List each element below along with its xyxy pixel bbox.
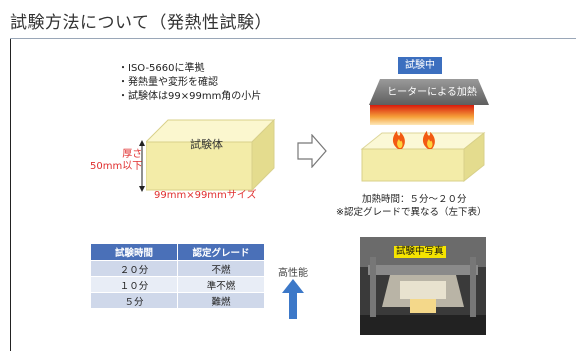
heating-time-note: 加熱時間：５分～２０分 ※認定グレードで異なる（左下表）: [336, 193, 486, 219]
table-row: ２０分 不燃: [90, 260, 265, 277]
specimen-label: 試験体: [190, 138, 223, 151]
photo-caption: 試験中写真: [394, 246, 446, 258]
bullet-item: ・発熱量や変形を確認: [118, 77, 218, 88]
table-cell: 準不燃: [177, 276, 265, 293]
bullet-list: ・ISO-5660に準拠 ・発熱量や変形を確認 ・試験体は99×99mm角の小片: [118, 62, 261, 104]
thickness-line1: 厚さ: [122, 149, 143, 160]
right-arrow-icon: [297, 134, 327, 168]
title-divider: [10, 38, 576, 39]
bullet-item: ・試験体は99×99mm角の小片: [118, 91, 262, 102]
test-photo-image: [360, 237, 486, 335]
left-border: [10, 39, 11, 351]
page-title: 試験方法について（発熱性試験）: [10, 13, 272, 33]
thickness-line2: 50mm以下: [90, 161, 143, 172]
table-row: ５分 難燃: [90, 292, 265, 309]
test-photo: 試験中写真: [360, 237, 486, 335]
table-cell: ５分: [90, 292, 178, 309]
grade-note: ※認定グレードで異なる（左下表）: [336, 207, 487, 218]
heating-time: 加熱時間：５分～２０分: [362, 194, 467, 205]
performance-label: 高性能: [278, 268, 308, 279]
heater-shape: [369, 79, 489, 105]
specimen-illustration: 試験体: [146, 118, 276, 193]
heating-illustration: [360, 105, 486, 183]
table-header: 認定グレード: [177, 243, 265, 261]
table-header: 試験時間: [90, 243, 178, 261]
heater-label: ヒーターによる加熱: [387, 87, 477, 98]
status-badge: 試験中: [398, 57, 442, 74]
table-cell: 不燃: [177, 260, 265, 277]
up-arrow-icon: [282, 279, 304, 319]
bullet-item: ・ISO-5660に準拠: [118, 63, 205, 74]
thickness-label: 厚さ 50mm以下: [90, 149, 142, 173]
table-cell: 難燃: [177, 292, 265, 309]
table-cell: １０分: [90, 276, 178, 293]
grade-table: 試験時間 認定グレード ２０分 不燃 １０分 準不燃 ５分 難燃: [90, 243, 265, 309]
table-row: １０分 準不燃: [90, 276, 265, 293]
thickness-arrow-icon: [139, 140, 145, 192]
size-label: 99mm×99mmサイズ: [154, 190, 257, 201]
table-cell: ２０分: [90, 260, 178, 277]
